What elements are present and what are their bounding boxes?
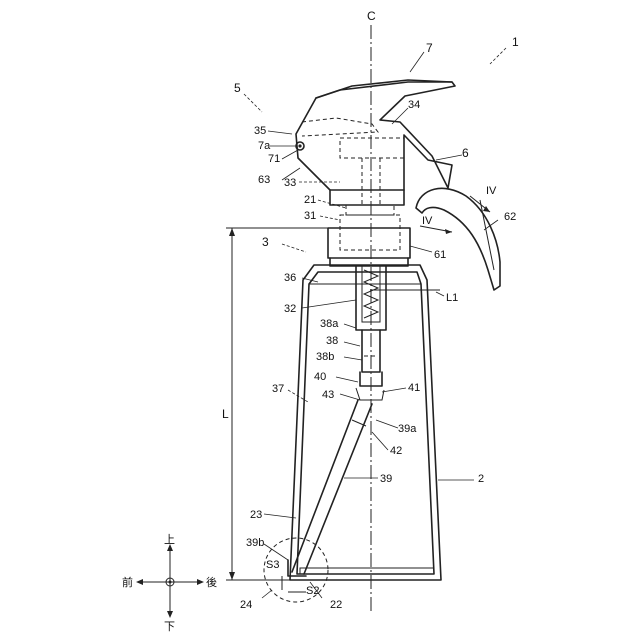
label-front: 前	[122, 575, 133, 589]
label-39a: 39a	[398, 423, 417, 435]
label-33: 33	[284, 177, 296, 189]
label-L1: L1	[446, 292, 458, 304]
label-2: 2	[478, 473, 484, 485]
label-IV-1: IV	[486, 185, 497, 197]
label-37: 37	[272, 383, 284, 395]
label-down: 下	[164, 620, 175, 633]
label-40: 40	[314, 371, 326, 383]
label-S3: S3	[266, 559, 279, 571]
label-63: 63	[258, 174, 270, 186]
label-L: L	[222, 407, 229, 421]
label-6: 6	[462, 146, 469, 160]
label-36: 36	[284, 272, 296, 284]
cap	[328, 205, 410, 266]
label-41: 41	[408, 382, 420, 394]
label-C: C	[367, 9, 376, 23]
label-43: 43	[322, 389, 334, 401]
label-31: 31	[304, 210, 316, 222]
label-7: 7	[426, 41, 433, 55]
direction-compass	[136, 544, 204, 618]
label-3: 3	[262, 235, 269, 249]
label-42: 42	[390, 445, 402, 457]
leader-lines	[244, 48, 506, 598]
trigger-head	[296, 80, 455, 205]
label-up: 上	[164, 533, 175, 546]
label-38a: 38a	[320, 318, 339, 330]
label-61: 61	[434, 249, 446, 261]
label-39: 39	[380, 473, 392, 485]
label-39b: 39b	[246, 537, 264, 549]
label-5: 5	[234, 81, 241, 95]
label-32: 32	[284, 303, 296, 315]
label-71: 71	[268, 153, 280, 165]
label-S2: S2	[306, 585, 319, 597]
label-21: 21	[304, 194, 316, 206]
label-24: 24	[240, 599, 252, 611]
label-62: 62	[504, 211, 516, 223]
label-34: 34	[408, 99, 420, 111]
label-IV-2: IV	[422, 215, 433, 227]
label-38: 38	[326, 335, 338, 347]
label-back: 後	[206, 575, 217, 589]
label-22: 22	[330, 599, 342, 611]
label-1: 1	[512, 35, 519, 49]
gap-dims	[282, 576, 306, 592]
label-38b: 38b	[316, 351, 334, 363]
label-35: 35	[254, 125, 266, 137]
trigger	[416, 188, 500, 290]
label-7a: 7a	[258, 140, 271, 152]
label-23: 23	[250, 509, 262, 521]
bottle-body	[290, 265, 441, 580]
